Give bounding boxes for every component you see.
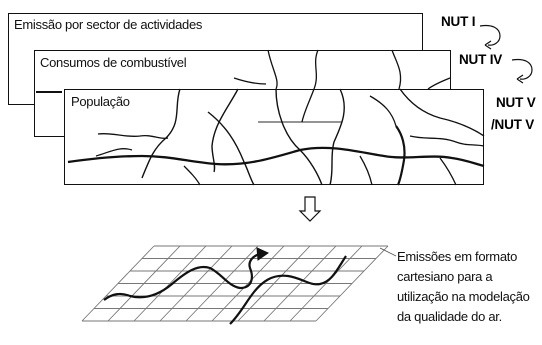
cartesian-grid: [81, 245, 389, 322]
caption-leader-line: [379, 247, 397, 257]
nut-label-layer1: NUT I: [441, 14, 476, 29]
layer-population-title: População: [71, 94, 130, 109]
road-stub-back-2: [313, 49, 319, 90]
caption-line-1: Emissões em formato: [397, 249, 518, 264]
road-a: [141, 88, 181, 179]
road-e: [275, 88, 323, 186]
road-stub-back-4: [427, 77, 451, 90]
road-n: [183, 165, 201, 186]
road-i: [395, 125, 406, 186]
nut-label-layer3-line2: /NUT V: [491, 117, 535, 132]
down-arrow-icon: [298, 196, 322, 222]
layer-fuel-title: Consumos de combustível: [40, 55, 187, 70]
road-stub-back-3: [391, 49, 402, 90]
road-j: [399, 88, 485, 137]
road-f: [301, 88, 315, 123]
caption-line-3: utilização na modelação: [397, 289, 530, 304]
curved-arrow-icon: [479, 24, 501, 50]
road-g: [329, 88, 345, 186]
caption-line-4: da qualidade do ar.: [397, 309, 502, 324]
layer-emissions-title: Emissão por sector de actividades: [14, 17, 203, 32]
road-h: [369, 95, 397, 127]
grid-road-curve: [103, 252, 261, 301]
road-b: [207, 111, 255, 186]
road-m: [95, 148, 133, 157]
caption-line-2: cartesiano para a: [397, 269, 493, 284]
grid-road-arrowhead: [256, 247, 270, 261]
curved-arrow-icon: [511, 58, 533, 84]
road-l: [97, 132, 169, 140]
road-k: [409, 135, 485, 147]
nut-label-layer3-line1: NUT V: [496, 95, 536, 110]
nut-label-layer2: NUT IV: [459, 52, 503, 67]
road-main: [67, 146, 485, 168]
output-caption: Emissões em formato cartesiano para a ut…: [397, 247, 542, 327]
grid-road-curve-2: [229, 255, 347, 325]
road-c: [211, 88, 239, 173]
road-p: [359, 155, 373, 186]
road-o: [439, 157, 457, 186]
road-stub-back-1: [267, 49, 278, 90]
road-stub-back-6: [233, 77, 267, 85]
